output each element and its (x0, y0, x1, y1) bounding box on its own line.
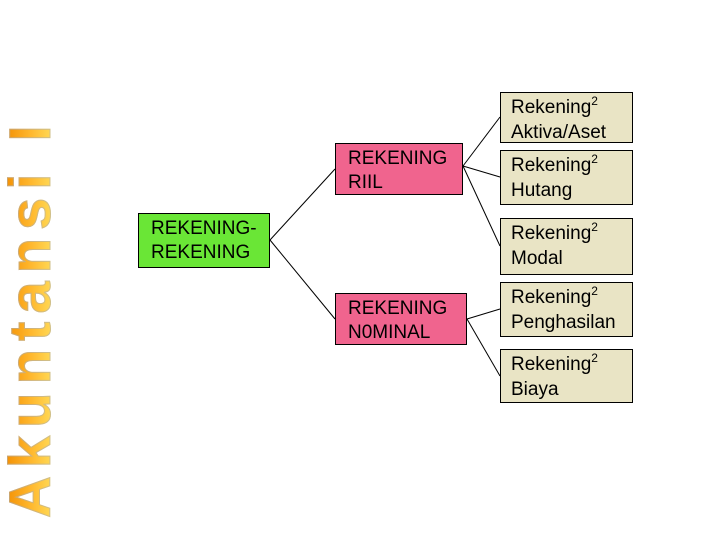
edge-nominal-biaya (466, 318, 501, 377)
node-label-line1: REKENING (348, 298, 448, 319)
node-label-line2: REKENING (151, 242, 251, 263)
node-label-line2: Modal (511, 248, 563, 269)
node-rekening-biaya: Rekening2 Biaya (500, 349, 633, 403)
leaf-base-text: Rekening (511, 287, 592, 308)
node-label-line1: Rekening2 (511, 221, 628, 246)
node-label-line1: REKENING- (151, 218, 257, 239)
edge-riil-hutang (462, 165, 501, 178)
node-label-line1: Rekening2 (511, 95, 628, 120)
leaf-base-text: Rekening (511, 354, 592, 375)
slide-vertical-title: Akuntansi I (0, 112, 64, 519)
node-rekening-aktiva-aset: Rekening2 Aktiva/Aset (500, 92, 633, 143)
node-label-line2: Aktiva/Aset (511, 122, 607, 143)
leaf-superscript: 2 (591, 151, 598, 166)
edge-nominal-penghasilan (466, 308, 501, 320)
leaf-superscript: 2 (591, 350, 598, 365)
leaf-superscript: 2 (591, 219, 598, 234)
node-label-line2: Penghasilan (511, 312, 616, 333)
node-rekening-penghasilan: Rekening2 Penghasilan (500, 282, 633, 337)
node-rekening-nominal: REKENING N0MINAL (335, 293, 467, 345)
leaf-superscript: 2 (591, 93, 598, 108)
node-label-line1: Rekening2 (511, 352, 628, 377)
node-rekening-riil: REKENING RIIL (335, 143, 463, 195)
node-rekening-modal: Rekening2 Modal (500, 218, 633, 275)
edge-root-riil (269, 168, 336, 241)
node-label-line1: REKENING (348, 148, 448, 169)
node-label-line2: Hutang (511, 180, 573, 201)
edge-riil-modal (462, 165, 501, 247)
leaf-base-text: Rekening (511, 97, 592, 118)
node-label-line1: Rekening2 (511, 285, 628, 310)
leaf-superscript: 2 (591, 283, 598, 298)
node-rekening-hutang: Rekening2 Hutang (500, 150, 633, 205)
node-label-line1: Rekening2 (511, 153, 628, 178)
leaf-base-text: Rekening (511, 223, 592, 244)
edge-riil-aktiva (462, 116, 501, 167)
node-rekening-rekening: REKENING- REKENING (138, 213, 270, 268)
edge-root-nominal (269, 239, 336, 320)
node-label-line2: Biaya (511, 379, 559, 400)
leaf-base-text: Rekening (511, 155, 592, 176)
node-label-line2: RIIL (348, 172, 383, 193)
node-label-line2: N0MINAL (348, 322, 431, 343)
